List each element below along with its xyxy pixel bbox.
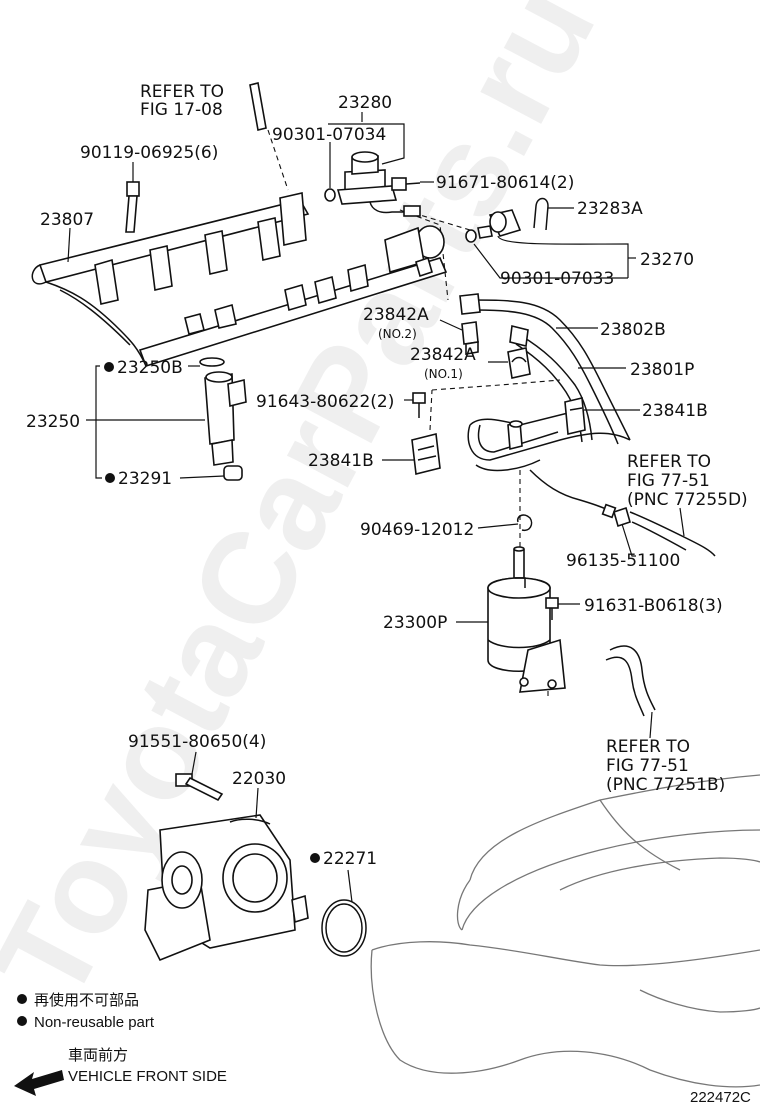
label-23842A-no2: 23842A [363,305,429,325]
label-refer-fig-77-51-b-line2: FIG 77-51 [606,756,689,776]
clamp-23842A-no1 [507,347,531,379]
label-22030: 22030 [232,769,286,789]
legend: 再使用不可部品 Non-reusable part [17,992,155,1031]
label-refer-fig-77-51-d-line1: REFER TO [627,452,711,472]
label-refer-fig-77-51-d-line3: (PNC 77255D) [627,490,748,510]
label-23807: 23807 [40,210,94,230]
label-refer-fig-77-51-b-line1: REFER TO [606,737,690,757]
label-23283A: 23283A [577,199,643,219]
label-23841B-right: 23841B [642,401,708,421]
bolt-91643 [412,392,426,418]
gasket-22271 [321,899,367,957]
legend-dot-icon [17,994,27,1004]
label-23842A-no1-sub: (NO.1) [424,367,463,381]
label-90301-07033: 90301-07033 [500,269,614,289]
throttle-body-22030 [144,814,309,962]
legend-text-jp: 再使用不可部品 [34,992,139,1009]
label-96135-51100: 96135-51100 [566,551,680,571]
vehicle-front-indicator: 車両前方 VEHICLE FRONT SIDE [14,1047,227,1096]
fuel-pump-23300P [487,546,566,693]
label-23270: 23270 [640,250,694,270]
label-23801P: 23801P [630,360,694,380]
label-23802B: 23802B [600,320,666,340]
label-refer-fig-77-51-b-line3: (PNC 77251B) [606,775,725,795]
label-23250B: 23250B [117,358,183,378]
non-reusable-dot [104,362,114,372]
clip-96135 [613,506,631,528]
direction-text-jp: 車両前方 [68,1047,128,1064]
bolt-90119 [125,181,140,233]
non-reusable-dot [310,853,320,863]
label-23291: 23291 [118,469,172,489]
label-91643-80622: 91643-80622(2) [256,392,394,412]
label-90119-06925: 90119-06925(6) [80,143,218,163]
intake-manifold-outline [370,774,760,1088]
clamp-23842A-no2 [461,321,479,355]
fuel-pipe-loop [467,409,631,472]
legend-dot-icon [17,1016,27,1026]
clip-90469 [516,514,533,532]
label-22271: 22271 [323,849,377,869]
label-23280: 23280 [338,93,392,113]
injector-23250 [199,357,247,466]
label-refer-fig-17-08-line2: FIG 17-08 [140,100,223,120]
fuel-hose-23802B [459,293,631,445]
label-91631-B0618: 91631-B0618(3) [584,596,723,616]
fuel-hose-lower [529,469,716,557]
non-reusable-dot [105,473,115,483]
bolt-91631 [545,597,559,620]
label-90469-12012: 90469-12012 [360,520,474,540]
label-91671-80614: 91671-80614(2) [436,173,574,193]
bracket-23841B-right [564,397,586,435]
bracket-23841B-left [411,433,441,475]
bolt-91671 [391,177,421,191]
direction-text-en: VEHICLE FRONT SIDE [68,1068,227,1085]
label-23842A-no2-sub: (NO.2) [378,327,417,341]
figure-id: 222472C [690,1089,751,1106]
label-23841B-left: 23841B [308,451,374,471]
refer-pipe-17-08 [249,82,267,131]
fuel-rail-23807 [31,192,448,367]
bolt-91551 [175,773,224,802]
clip-23283A [533,197,549,231]
legend-text-en: Non-reusable part [34,1014,155,1031]
label-90301-07034: 90301-07034 [272,125,386,145]
arrow-left-icon [14,1070,64,1096]
label-23300P: 23300P [383,613,447,633]
valve-23270 [465,209,522,243]
label-refer-fig-17-08-line1: REFER TO [140,82,224,102]
seal-23291 [223,465,243,481]
label-refer-fig-77-51-d-line2: FIG 77-51 [627,471,710,491]
outlet-hose [605,645,656,717]
callout-labels: REFER TO FIG 17-08 23280 90301-07034 901… [26,82,748,869]
pulsation-damper-23280 [324,151,421,217]
leader-lines [67,112,685,903]
label-23250: 23250 [26,412,80,432]
label-91551-80650: 91551-80650(4) [128,732,266,752]
label-23842A-no1: 23842A [410,345,476,365]
